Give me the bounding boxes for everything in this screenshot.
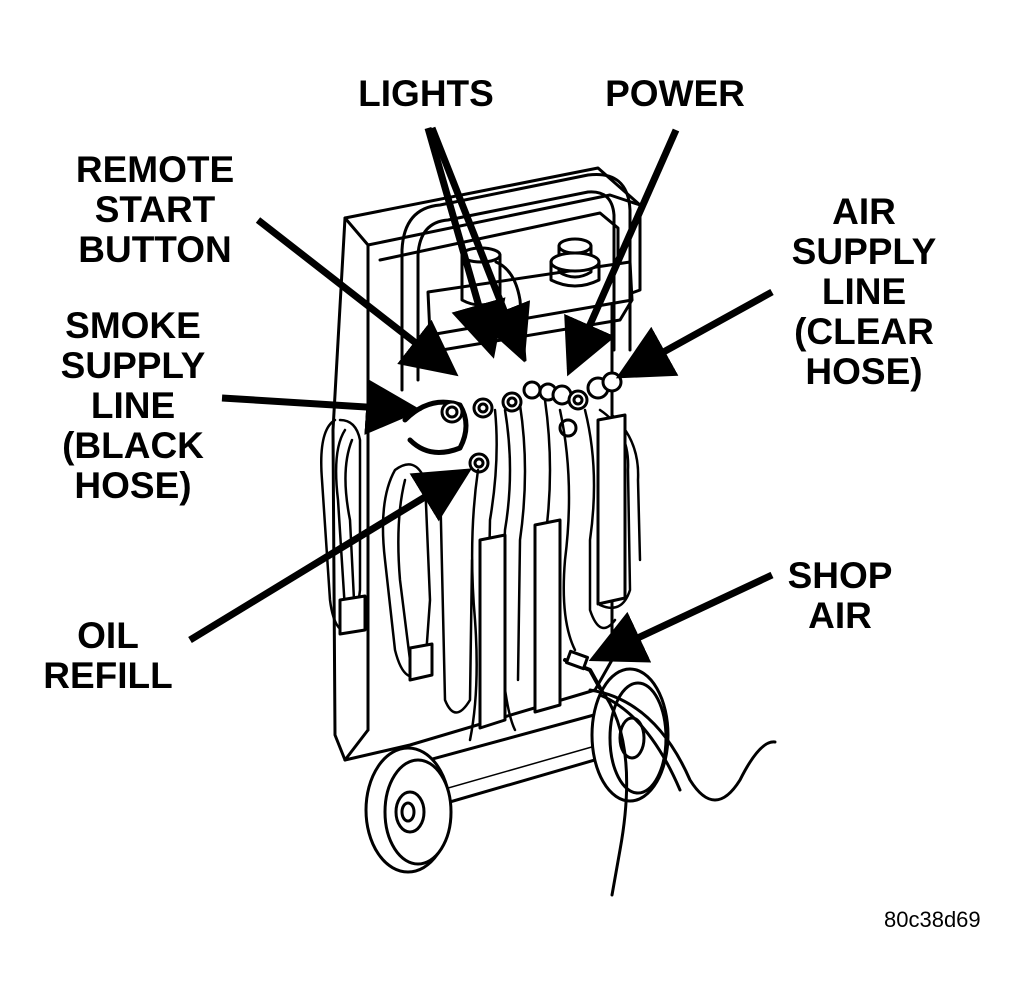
handle-frame — [400, 172, 632, 392]
callout-line: AIR — [832, 191, 896, 232]
callout-line: SHOP — [787, 555, 893, 596]
smoke-supply-arrow — [221, 379, 422, 435]
oil-refill-arrow — [188, 468, 472, 643]
callout-line: POWER — [605, 73, 745, 114]
left-wheel — [364, 746, 453, 874]
callout-line: REMOTE — [75, 149, 235, 190]
callout-line: LIGHTS — [358, 73, 494, 114]
callout-line: SUPPLY — [60, 345, 206, 386]
callout-line: SMOKE — [65, 305, 201, 346]
callout-line: SUPPLY — [791, 231, 937, 272]
hose-holders — [338, 413, 627, 730]
figure-id: 80c38d69 — [884, 907, 981, 932]
callout-line: OIL — [77, 615, 139, 656]
shop-air-arrow — [588, 571, 774, 663]
callout-line: LINE — [821, 271, 907, 312]
callout-line: REFILL — [43, 655, 173, 696]
callout-line: HOSE) — [805, 351, 923, 392]
callout-line: AIR — [808, 595, 872, 636]
callout-line: LINE — [90, 385, 176, 426]
callout-line: BUTTON — [78, 229, 232, 270]
lights-label: LIGHTS — [346, 74, 506, 114]
air-supply-arrow — [615, 288, 774, 379]
shop-air-hose — [563, 649, 777, 897]
callout-line: (CLEAR — [794, 311, 934, 352]
power-label: POWER — [592, 74, 758, 114]
hanging-hoses — [320, 398, 642, 742]
remote-start-arrow — [255, 217, 459, 377]
fittings-row — [402, 371, 623, 474]
callout-line: (BLACK — [62, 425, 204, 466]
power-arrow — [564, 128, 680, 377]
callout-line: START — [94, 189, 216, 230]
right-wheel — [590, 667, 670, 803]
leader-arrows — [188, 126, 774, 663]
lights-arrow-right — [428, 126, 531, 363]
callout-line: HOSE) — [74, 465, 192, 506]
